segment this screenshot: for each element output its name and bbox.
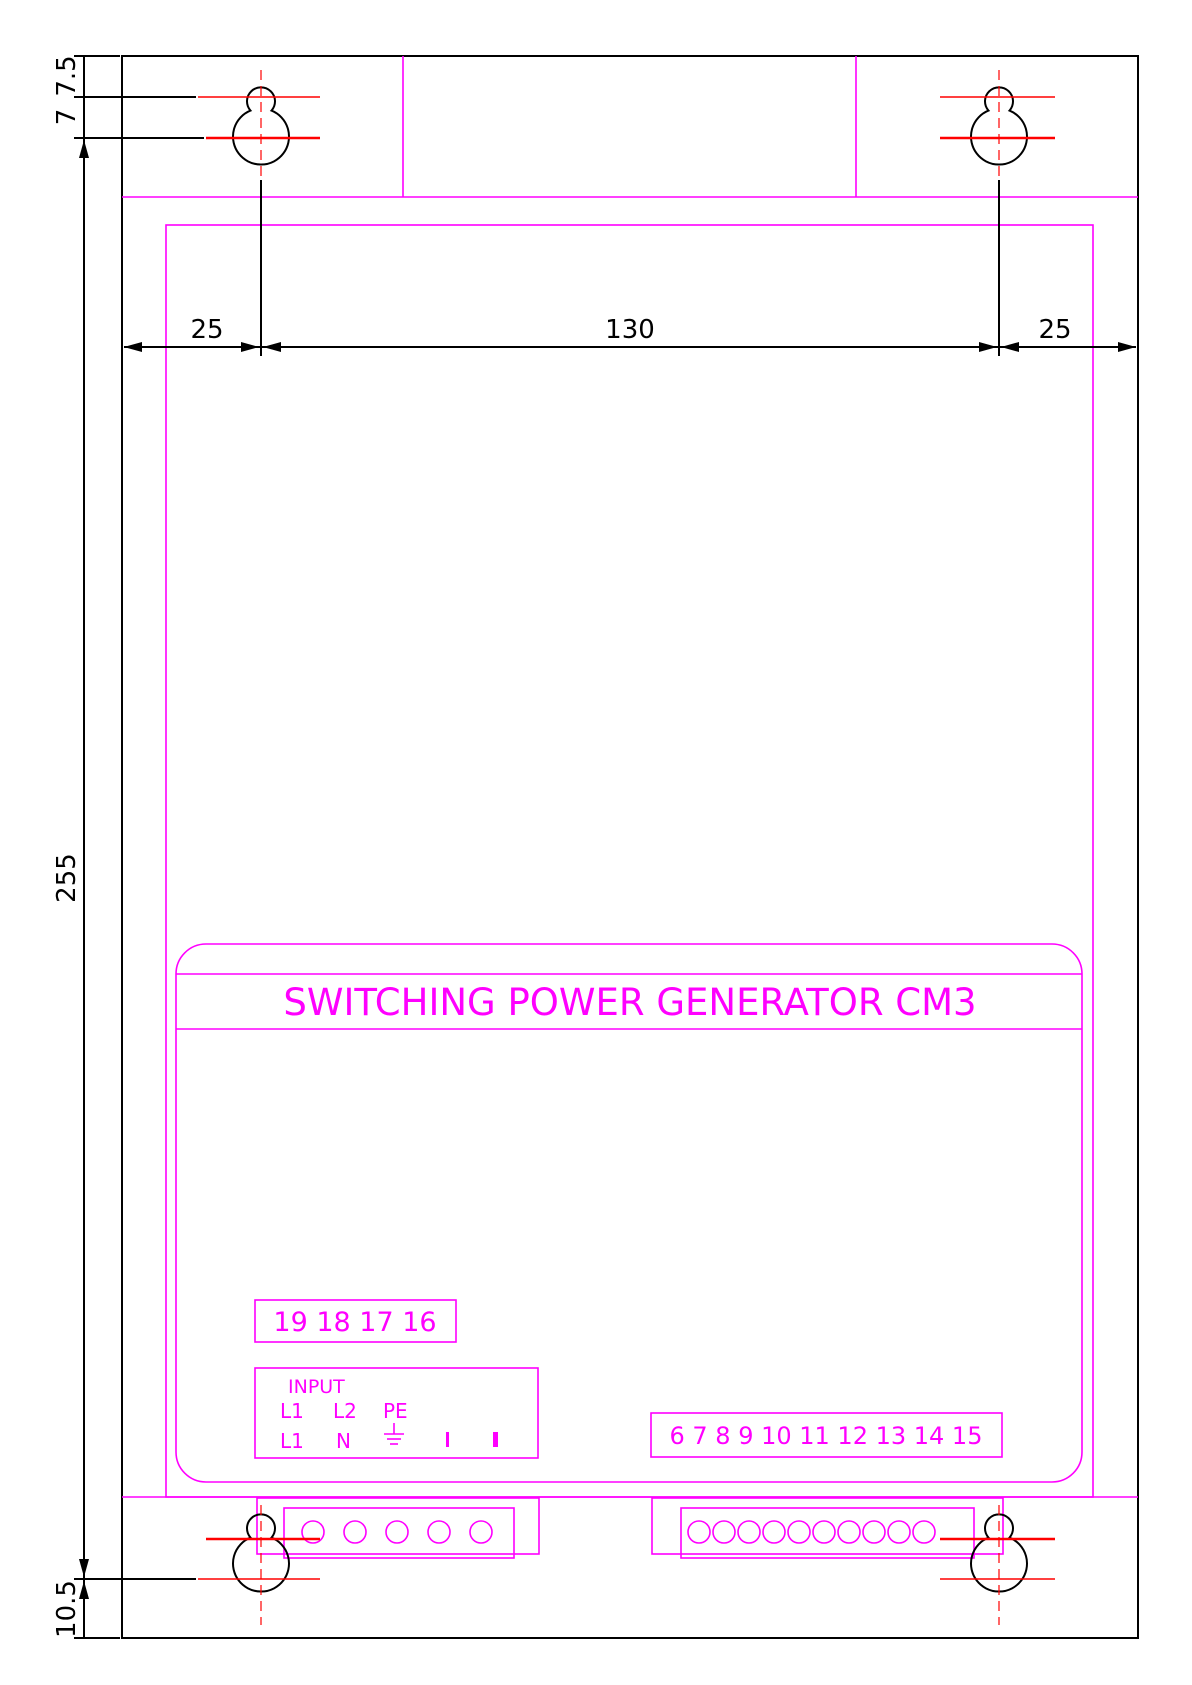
dim-total-height: 255 xyxy=(52,853,82,903)
terminal-block-6-15-label: 6 7 8 9 10 11 12 13 14 15 xyxy=(670,1422,983,1450)
dim-top-offset-a: 7 xyxy=(52,109,82,126)
input-marker-1 xyxy=(446,1432,449,1447)
input-marker-2 xyxy=(493,1432,498,1447)
mounting-hole-top-right xyxy=(940,70,1055,180)
input-label-pe: PE xyxy=(383,1399,408,1423)
front-panel xyxy=(176,944,1082,1482)
enclosure-outline xyxy=(122,56,1138,1638)
input-heading: INPUT xyxy=(288,1376,345,1398)
dimension-lines xyxy=(74,56,1136,1638)
mounting-hole-top-left xyxy=(198,70,320,180)
control-terminal-block xyxy=(652,1498,1003,1558)
panel-title: SWITCHING POWER GENERATOR CM3 xyxy=(283,981,976,1024)
mounting-hole-bottom-right xyxy=(940,1505,1055,1625)
input-label-n: N xyxy=(336,1429,351,1453)
input-label-l2: L2 xyxy=(333,1399,357,1423)
dim-left-margin: 25 xyxy=(190,315,223,345)
dim-bottom-offset: 10.5 xyxy=(52,1580,82,1638)
input-label-l1-bottom: L1 xyxy=(280,1429,304,1453)
terminal-block-16-19-label: 19 18 17 16 xyxy=(273,1307,436,1338)
dim-top-offset-b: 7.5 xyxy=(52,55,82,96)
mounting-hole-bottom-left xyxy=(198,1505,320,1625)
dim-center-span: 130 xyxy=(605,315,655,345)
ground-icon xyxy=(384,1423,404,1444)
input-label-l1-top: L1 xyxy=(280,1399,304,1423)
input-terminal-block xyxy=(257,1498,539,1558)
device-body xyxy=(122,56,1138,1497)
dim-right-margin: 25 xyxy=(1038,315,1071,345)
